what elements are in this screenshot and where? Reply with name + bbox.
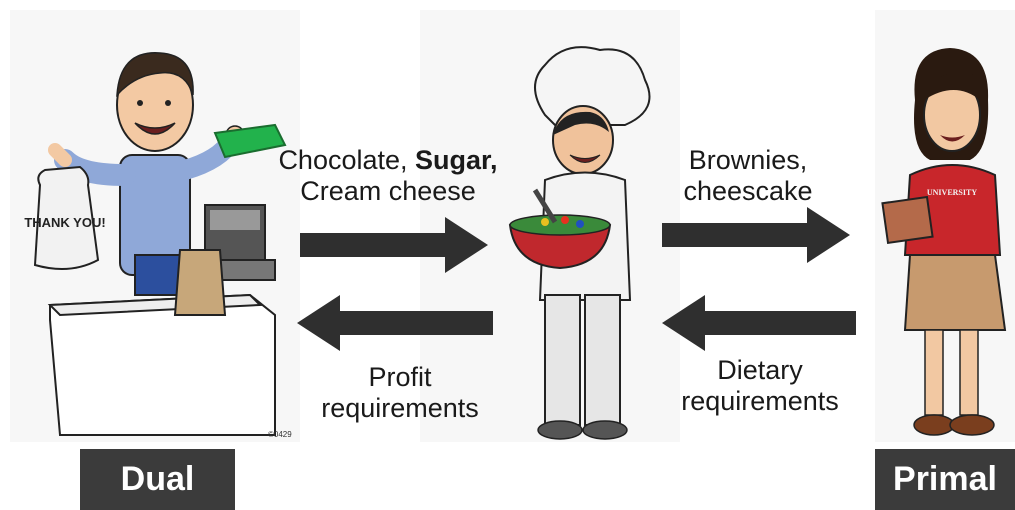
dietary-line1: Dietary [717, 355, 803, 385]
profit-requirements-label: Profit requirements [295, 362, 505, 424]
bag-text: THANK YOU! [24, 215, 105, 230]
primal-tag: Primal [875, 449, 1015, 510]
products-line2: cheescake [683, 176, 813, 207]
ingredients-line1b: Sugar, [415, 145, 498, 175]
profit-line1: Profit [368, 362, 432, 392]
thank-you-bag-icon [33, 165, 100, 270]
dual-tag: Dual [80, 449, 235, 510]
arrow-to-chef-bottom [662, 295, 856, 351]
chef-illustration [508, 46, 651, 440]
cashier-illustration: THANK YOU! ©0429 [24, 52, 292, 439]
ingredients-label: Chocolate, Sugar, Cream cheese [268, 145, 508, 207]
products-label: Brownies, cheescake [668, 145, 828, 207]
products-line1: Brownies, [688, 145, 808, 175]
dietary-line2: requirements [681, 386, 839, 417]
copyright-text: ©0429 [268, 430, 292, 439]
profit-line2: requirements [321, 393, 479, 424]
books-icon [881, 195, 934, 244]
dietary-requirements-label: Dietary requirements [655, 355, 865, 417]
ingredients-line1a: Chocolate, [278, 145, 416, 175]
arrow-to-chef-top [300, 217, 488, 273]
arrow-to-cashier-bottom [297, 295, 493, 351]
shirt-text: UNIVERSITY [927, 188, 977, 197]
paper-bag-icon [173, 249, 227, 316]
customer-illustration: UNIVERSITY [881, 48, 1007, 436]
arrow-to-customer-top [662, 207, 850, 263]
ingredients-line2: Cream cheese [300, 176, 476, 207]
money-icon [213, 123, 287, 159]
